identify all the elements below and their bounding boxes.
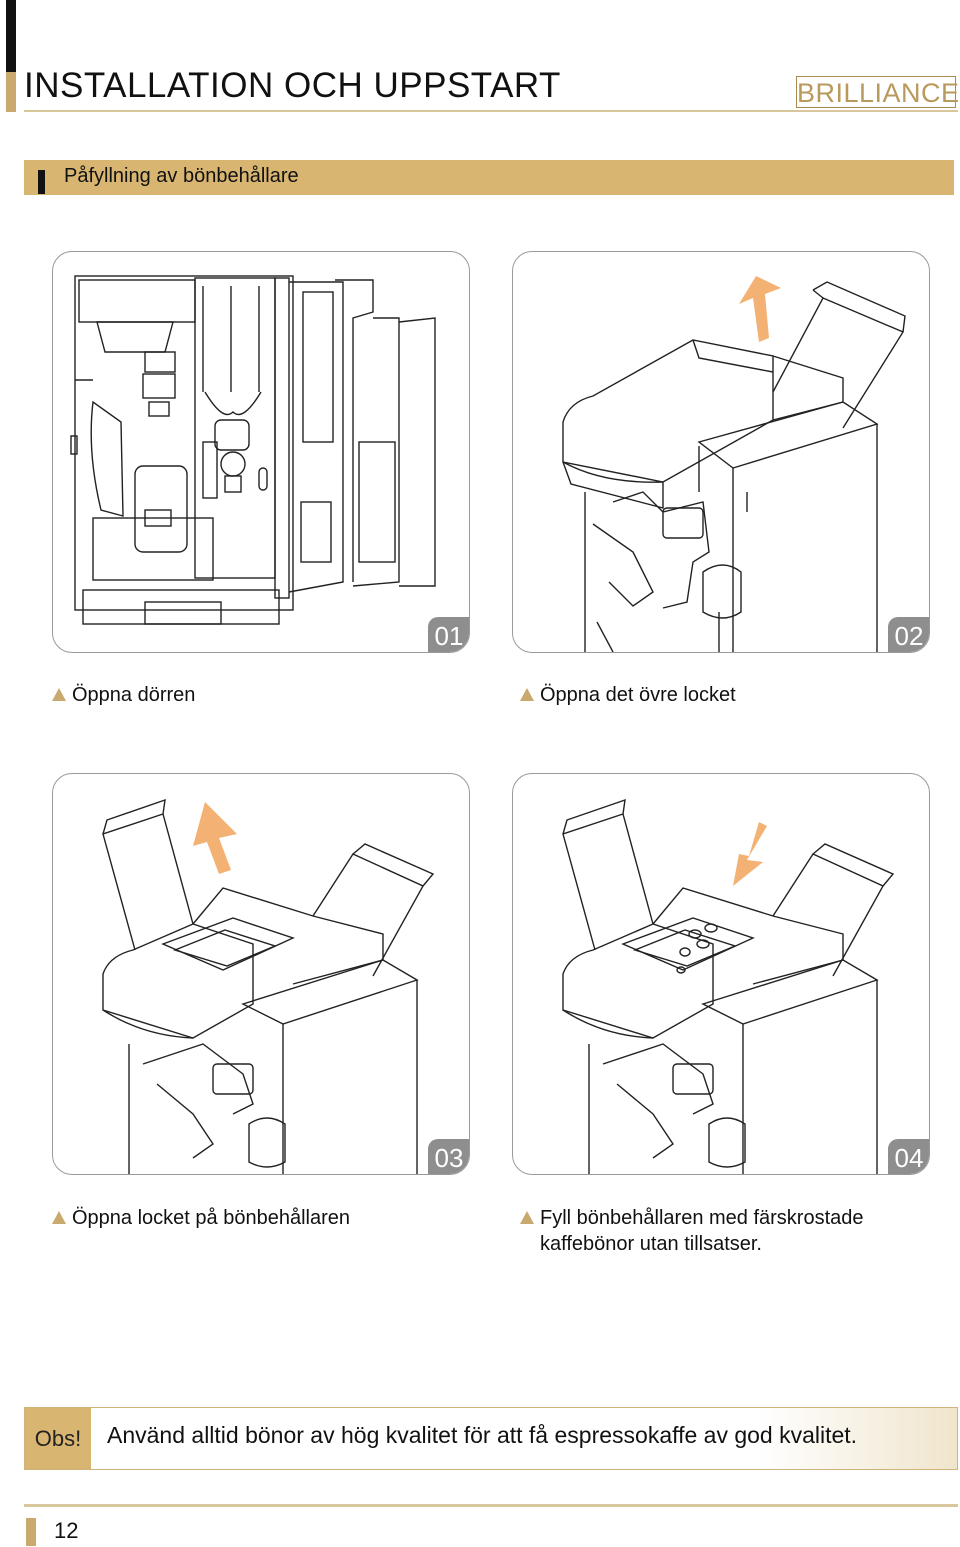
bullet-triangle-icon (520, 688, 534, 701)
bullet-triangle-icon (52, 688, 66, 701)
machine-bean-hopper-lid-open-drawing (102, 798, 435, 1174)
step-02-caption: Öppna det övre locket (540, 684, 736, 706)
section-title: Påfyllning av bönbehållare (64, 165, 299, 187)
machine-top-lid-open-drawing (562, 276, 906, 652)
step-number-badge: 03 (428, 1139, 469, 1174)
header-accent-bar (6, 0, 16, 72)
step-03-caption: Öppna locket på bönbehållaren (72, 1207, 350, 1229)
header-divider (24, 110, 958, 112)
bullet-triangle-icon (520, 1211, 534, 1224)
footer-divider (24, 1504, 958, 1507)
step-04-illustration: 04 (512, 773, 930, 1175)
header-accent-bar-gold (6, 72, 16, 112)
step-02-illustration: 02 (512, 251, 930, 653)
step-03-illustration: 03 (52, 773, 470, 1175)
bullet-triangle-icon (52, 1211, 66, 1224)
note-text: Använd alltid bönor av hög kvalitet för … (107, 1422, 858, 1448)
brand-logo: BRILLIANCE (796, 76, 960, 108)
machine-filling-beans-drawing (562, 798, 895, 1174)
section-header (24, 160, 954, 195)
step-01-caption: Öppna dörren (72, 684, 196, 706)
page-title: INSTALLATION OCH UPPSTART (24, 66, 561, 105)
section-marker (38, 170, 45, 194)
step-01-illustration: 01 (52, 251, 470, 653)
note-label: Obs! (25, 1408, 91, 1469)
step-number-badge: 01 (428, 617, 469, 652)
step-04-caption: Fyll bönbehållaren med färskrostade kaff… (540, 1207, 864, 1255)
machine-open-door-drawing (70, 275, 436, 625)
note-box: Obs! Använd alltid bönor av hög kvalitet… (24, 1407, 958, 1470)
page-number: 12 (54, 1518, 79, 1543)
step-number-badge: 02 (888, 617, 929, 652)
step-number-badge: 04 (888, 1139, 929, 1174)
footer-marker (26, 1518, 36, 1546)
note-gradient (757, 1408, 957, 1469)
